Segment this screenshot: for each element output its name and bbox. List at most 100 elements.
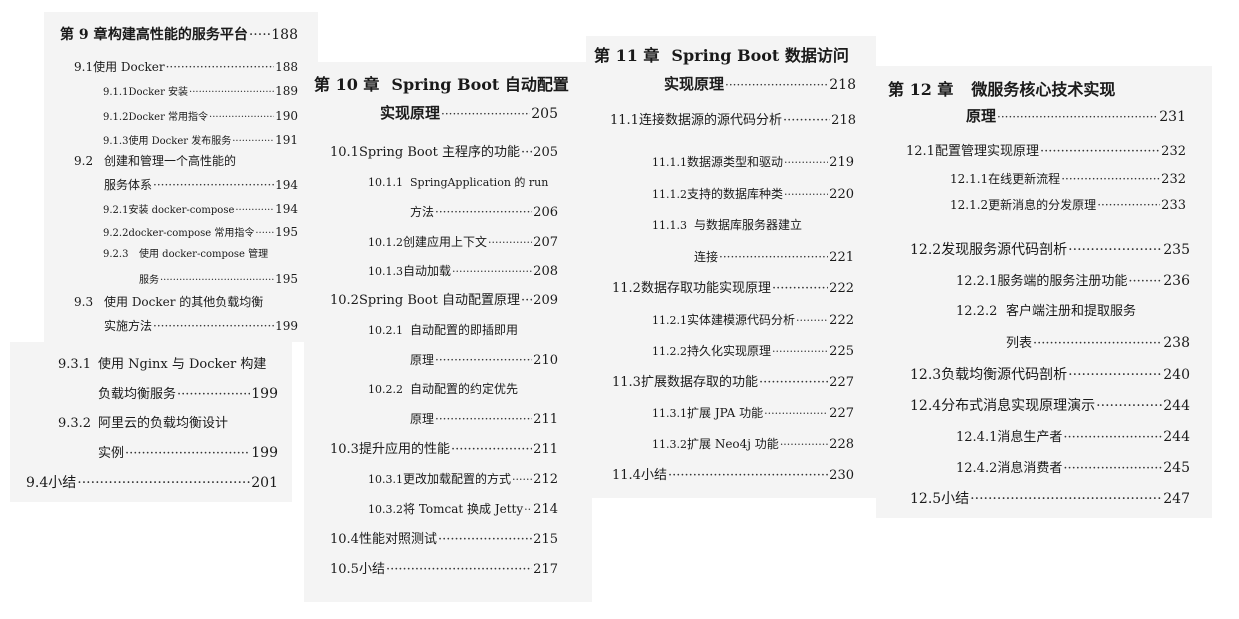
leader-dots [772,282,828,295]
toc-subsection-9-2-2[interactable]: 9.2.2 docker-compose 常用指令 195 [103,226,298,239]
toc-subsection-12-4-1[interactable]: 12.4.1 消息生产者 244 [956,430,1190,444]
section-number: 9.2.2 [103,228,129,239]
leader-dots [1061,173,1160,185]
section-title: 发现服务源代码剖析 [941,242,1068,258]
chapter-title: 构建高性能的服务平台 [107,27,248,43]
toc-section-10-3[interactable]: 10.3 提升应用的性能 211 [330,443,558,456]
section-title: 小结 [358,562,385,577]
leader-dots [780,439,828,450]
section-number: 9.4 [26,475,49,491]
toc-subsection-12-2-2-line2[interactable]: 列表 238 [1006,336,1190,350]
section-number: 11.1.2 [652,188,687,201]
toc-section-12-3[interactable]: 12.3 负载均衡源代码剖析 240 [910,368,1190,382]
toc-subsection-10-2-1-line2[interactable]: 原理 210 [410,354,558,367]
toc-section-10-2[interactable]: 10.2 Spring Boot 自动配置原理 209 [330,294,558,307]
toc-subsection-9-1-2[interactable]: 9.1.2 Docker 常用指令 190 [103,110,298,123]
section-number: 9.1 [74,60,94,74]
toc-subsection-10-2-2-line2[interactable]: 原理 211 [410,413,558,426]
section-number: 11.1 [610,113,639,128]
page-number: 232 [1161,172,1186,187]
toc-subsection-12-1-1[interactable]: 12.1.1 在线更新流程 232 [950,173,1186,186]
toc-chapter-10-line2[interactable]: 实现原理 205 [380,106,558,122]
toc-subsection-11-1-2[interactable]: 11.1.2 支持的数据库种类 220 [652,188,854,201]
toc-subsection-11-3-2[interactable]: 11.3.2 扩展 Neo4j 功能 228 [652,438,854,451]
toc-subsection-11-2-1[interactable]: 11.2.1 实体建模源代码分析 222 [652,314,854,327]
toc-section-11-3[interactable]: 11.3 扩展数据存取的功能 227 [612,376,854,389]
toc-section-12-2[interactable]: 12.2 发现服务源代码剖析 235 [910,243,1190,257]
toc-section-9-3-line2[interactable]: 实施方法 199 [104,320,298,332]
leader-dots [209,113,274,123]
toc-subsection-10-3-1[interactable]: 10.3.1 更改加载配置的方式 212 [368,473,558,486]
section-title: 更新消息的分发原理 [988,198,1097,212]
chapter-number: 第 9 章 [60,27,108,43]
toc-chapter-12-line2[interactable]: 原理 231 [966,109,1186,125]
page-number: 209 [533,293,558,308]
leader-dots [796,315,828,326]
toc-section-12-5[interactable]: 12.5 小结 247 [910,492,1190,506]
page-number: 212 [533,472,558,487]
toc-subsection-9-3-1-line2[interactable]: 负载均衡服务 199 [98,387,278,401]
chapter-number: 第 10 章 [314,75,380,94]
toc-subsection-9-2-1[interactable]: 9.2.1 安装 docker-compose 194 [103,203,298,216]
toc-subsection-11-2-2[interactable]: 11.2.2 持久化实现原理 225 [652,345,854,358]
toc-chapter-9[interactable]: 第 9 章 构建高性能的服务平台 188 [60,28,298,42]
toc-subsection-9-1-3[interactable]: 9.1.3 使用 Docker 发布服务 191 [103,134,298,147]
toc-subsection-9-1-1[interactable]: 9.1.1 Docker 安装 189 [103,85,298,98]
toc-section-10-4[interactable]: 10.4 性能对照测试 215 [330,533,558,546]
toc-chapter-12-line1[interactable]: 第 12 章微服务核心技术实现 [888,82,1115,98]
toc-subsection-11-3-1[interactable]: 11.3.1 扩展 JPA 功能 227 [652,407,854,420]
page-number: 214 [533,502,558,517]
section-title-continued: 原理 [410,353,435,367]
leader-dots [452,266,532,277]
page-number: 206 [533,205,558,220]
toc-subsection-11-1-1[interactable]: 11.1.1 数据源类型和驱动 219 [652,156,854,169]
toc-section-11-4[interactable]: 11.4 小结 230 [612,469,854,482]
section-title: 小结 [640,468,667,483]
toc-section-9-4[interactable]: 9.4 小结 201 [26,476,278,490]
toc-subsection-12-1-2[interactable]: 12.1.2 更新消息的分发原理 233 [950,199,1186,212]
toc-section-12-1[interactable]: 12.1 配置管理实现原理 232 [906,145,1186,158]
toc-subsection-11-1-3-line2[interactable]: 连接 221 [694,251,854,264]
page-number: 215 [533,532,558,547]
page-number: 244 [1163,429,1190,445]
section-title: 持久化实现原理 [687,344,772,358]
section-title: 小结 [48,475,77,491]
section-title-continued: 列表 [1006,336,1033,351]
toc-subsection-10-3-2[interactable]: 10.3.2 将 Tomcat 换成 Jetty 214 [368,503,558,516]
toc-section-10-1[interactable]: 10.1 Spring Boot 主程序的功能 205 [330,146,558,159]
toc-subsection-10-1-1-line2[interactable]: 方法 206 [410,206,558,219]
toc-subsection-9-2-3-line2[interactable]: 服务 195 [139,273,298,286]
section-title: 更改加载配置的方式 [403,472,512,486]
toc-chapter-11-line2[interactable]: 实现原理 218 [664,77,856,93]
toc-section-11-1[interactable]: 11.1 连接数据源的源代码分析 218 [610,114,856,127]
leader-dots [153,179,274,191]
chapter-title: Spring Boot 数据访问 [671,46,849,65]
toc-subsection-12-2-1[interactable]: 12.2.1 服务端的服务注册功能 236 [956,274,1190,288]
section-title: 使用 Docker 发布服务 [128,136,232,147]
toc-subsection-9-3-2-line2[interactable]: 实例 199 [98,446,278,460]
toc-section-9-2-line2[interactable]: 服务体系 194 [104,179,298,191]
toc-subsection-12-4-2[interactable]: 12.4.2 消息消费者 245 [956,461,1190,475]
section-title: 使用 Nginx 与 Docker 构建 [98,357,267,372]
toc-subsection-10-1-2[interactable]: 10.1.2 创建应用上下文 207 [368,236,558,249]
chapter-11-panel [586,36,876,498]
toc-section-10-5[interactable]: 10.5 小结 217 [330,563,558,576]
toc-section-12-4[interactable]: 12.4 分布式消息实现原理演示 244 [910,399,1190,413]
toc-section-9-1[interactable]: 9.1 使用 Docker 188 [74,61,298,73]
section-title: SpringApplication 的 run [410,176,549,189]
toc-section-11-2[interactable]: 11.2 数据存取功能实现原理 222 [612,282,854,295]
section-title: 扩展 JPA 功能 [687,406,764,420]
toc-subsection-10-1-3[interactable]: 10.1.3 自动加载 208 [368,265,558,278]
